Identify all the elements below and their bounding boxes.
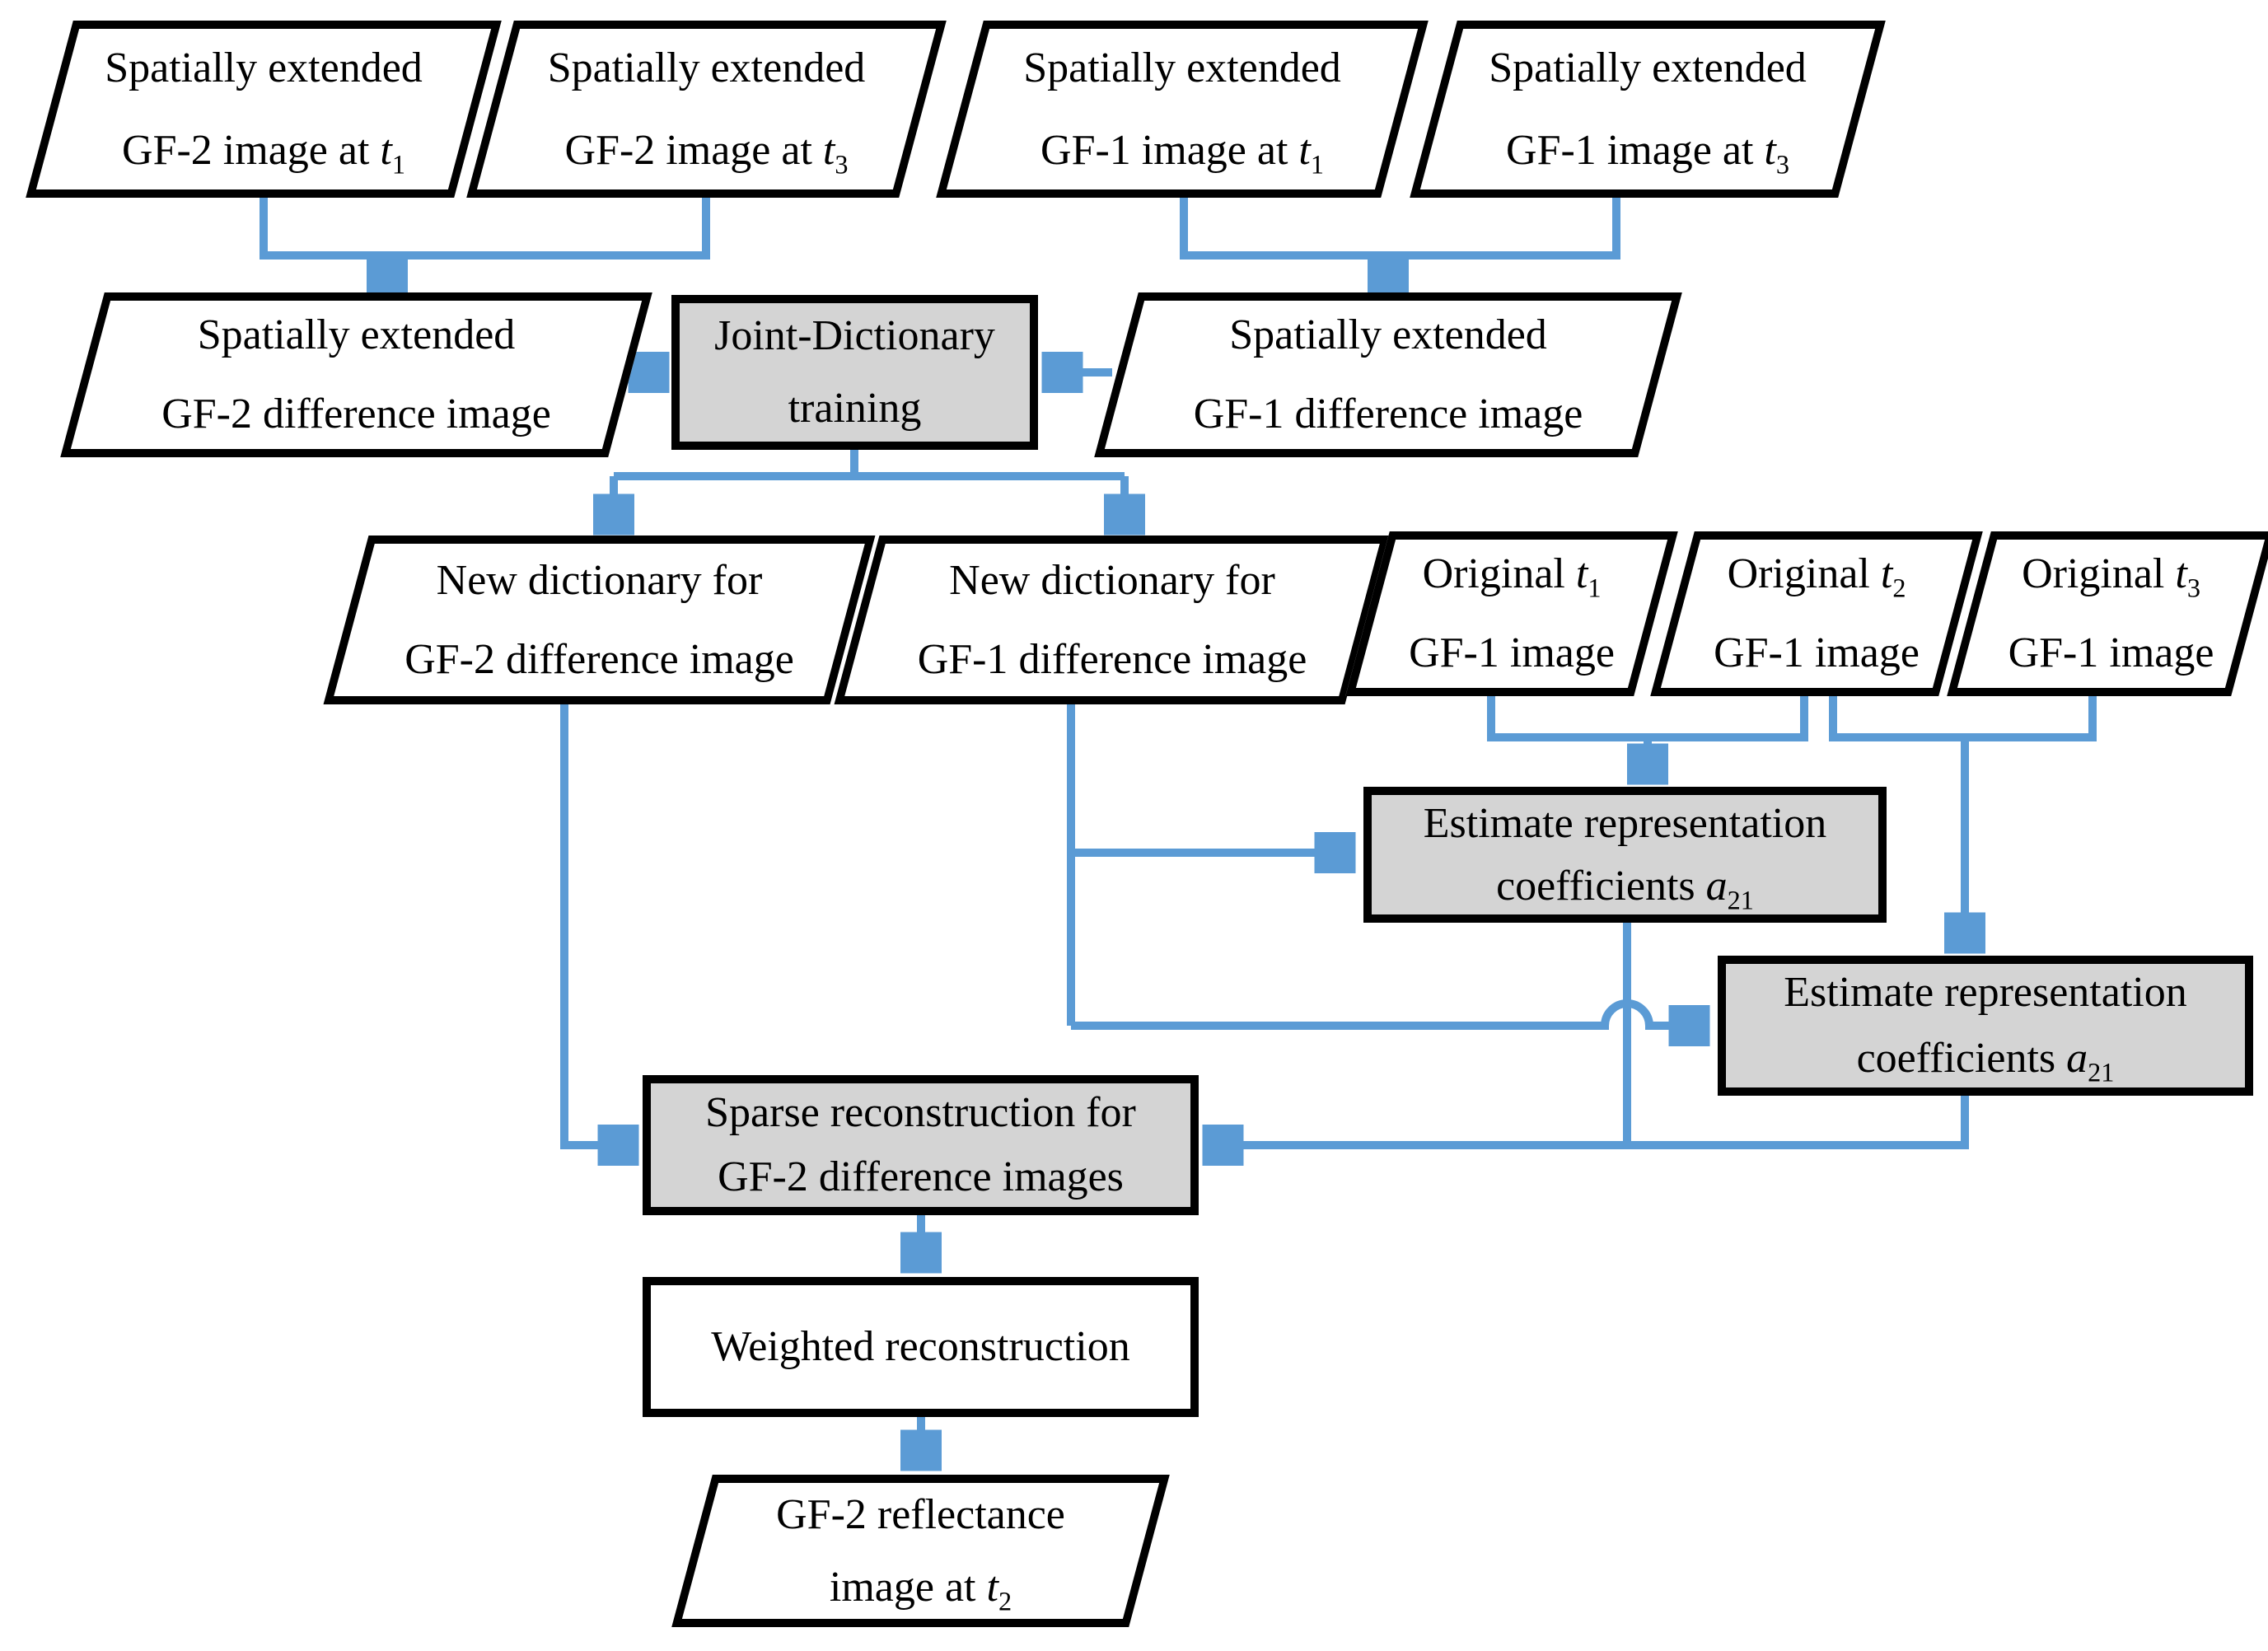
connector-dict-gf1-to-est2-hop [1071,999,1704,1026]
node-label: Spatially extended GF-2 image at t3 [547,44,866,179]
node-label: Estimate representation coefficients a21 [1423,799,1827,914]
connector-orig-t1-t2-bracket [1487,696,1808,741]
node-label: New dictionary for GF-1 difference image [917,556,1307,683]
node-label: Original t3 GF-1 image [2008,550,2214,676]
node-new-dictionary-gf2: New dictionary for GF-2 difference image [323,536,876,704]
node-label: Spatially extended GF-1 image at t3 [1489,44,1807,179]
node-label: GF-2 reflectance image at t2 [776,1490,1065,1616]
node-estimate-coefficients-1: Estimate representation coefficients a21 [1363,787,1887,923]
node-label: Weighted reconstruction [711,1323,1130,1370]
node-label: Original t2 GF-1 image [1714,550,1920,676]
node-spatially-extended-gf1-t3: Spatially extended GF-1 image at t3 [1410,21,1886,198]
node-sparse-reconstruction: Sparse reconstruction for GF-2 differenc… [643,1075,1199,1215]
node-spatially-extended-gf2-t3: Spatially extended GF-2 image at t3 [466,21,947,198]
process-box-shape [643,1277,1199,1417]
node-label: Spatially extended GF-2 difference image [161,311,551,437]
process-box-shape [643,1075,1199,1215]
connector-gf1-pair-bracket [1180,198,1620,260]
node-label: Joint-Dictionary training [714,312,995,432]
node-spatially-extended-gf2-t1: Spatially extended GF-2 image at t1 [26,21,502,198]
node-original-t2-gf1: Original t2 GF-1 image [1650,531,1983,696]
connector-gf2-pair-bracket [260,198,710,260]
node-label: Spatially extended GF-1 image at t1 [1023,44,1341,179]
node-gf2-reflectance-t2: GF-2 reflectance image at t2 [671,1475,1170,1627]
node-estimate-coefficients-2: Estimate representation coefficients a21 [1718,956,2253,1096]
node-spatially-extended-gf1-t1: Spatially extended GF-1 image at t1 [936,21,1429,198]
node-joint-dictionary-training: Joint-Dictionary training [671,295,1038,450]
node-spatially-extended-gf2-difference: Spatially extended GF-2 difference image [60,292,652,457]
node-label: New dictionary for GF-2 difference image [404,556,794,683]
node-label: Spatially extended GF-1 difference image [1193,311,1583,437]
process-box-shape [1363,787,1887,923]
node-new-dictionary-gf1: New dictionary for GF-1 difference image [834,536,1391,704]
connector-joint-split-rail [614,450,1125,480]
node-label: Sparse reconstruction for GF-2 differenc… [705,1089,1136,1200]
process-box-shape [1718,956,2253,1096]
process-box-shape [671,295,1038,450]
connector-dict-gf2-to-sparse [560,704,633,1145]
connector-orig-t2-t3-bracket [1829,696,2097,741]
connector-est2-to-sparse [1209,1096,1969,1145]
node-original-t1-gf1: Original t1 GF-1 image [1345,531,1678,696]
node-original-t3-gf1: Original t3 GF-1 image [1947,531,2268,696]
node-weighted-reconstruction: Weighted reconstruction [643,1277,1199,1417]
node-spatially-extended-gf1-difference: Spatially extended GF-1 difference image [1094,292,1682,457]
node-label: Spatially extended GF-2 image at t1 [105,44,423,179]
node-label: Original t1 GF-1 image [1409,550,1615,676]
node-label: Estimate representation coefficients a21 [1784,969,2187,1087]
